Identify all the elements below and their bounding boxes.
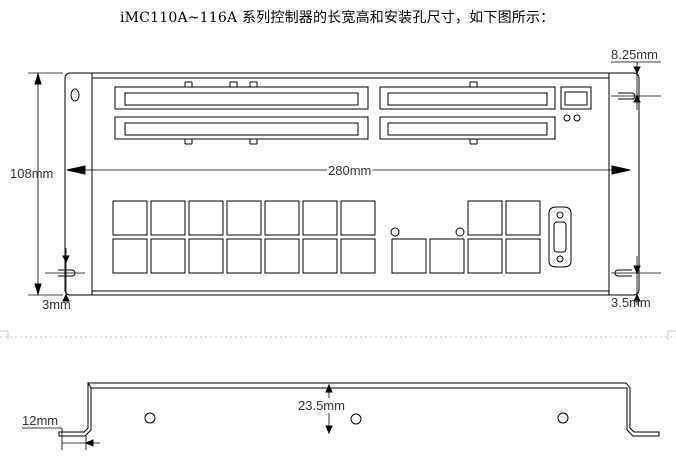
depth-label-backing: [297, 398, 346, 413]
side-hole-3: [557, 412, 569, 424]
terminal-block-row1-left: [114, 86, 369, 110]
key-grid-right: [391, 200, 541, 274]
front-dimensions: [28, 61, 661, 305]
side-hole-2: [350, 413, 362, 425]
terminal-block-row1-right-inner: [387, 92, 548, 106]
indicator-hole-left: [390, 227, 400, 237]
side-flange-label: 12mm: [22, 413, 58, 428]
connector-latches: [184, 81, 478, 145]
led-hole-2: [573, 114, 581, 122]
height-label: 108mm: [10, 166, 53, 181]
hole-offset-bottom-label: 3.5mm: [611, 295, 651, 310]
flange-label: 3mm: [42, 297, 71, 312]
terminal-block-row1-left-inner: [124, 92, 359, 106]
side-view: [58, 382, 660, 437]
led-hole-1: [563, 114, 571, 122]
page-title: iMC110A~116A 系列控制器的长宽高和安装孔尺寸，如下图所示：: [120, 10, 555, 26]
indicator-hole-right: [455, 227, 465, 237]
terminal-block-row2-left-inner: [124, 122, 359, 136]
hole-offset-top-label: 8.25mm: [611, 47, 658, 62]
terminal-block-row2-right: [379, 116, 556, 140]
depth-label: 23.5mm: [298, 398, 345, 413]
terminal-block-row1-right: [379, 86, 556, 110]
small-connector: [560, 86, 592, 110]
width-label-backing: [327, 163, 373, 178]
serial-port-outline: [548, 206, 572, 268]
side-dimensions: [22, 383, 333, 450]
front-view: [58, 72, 640, 296]
page-separator: [0, 330, 676, 340]
side-profile-outline: [58, 382, 660, 437]
mounting-hole-top-left: [70, 88, 80, 102]
key-grid-left: [112, 200, 376, 274]
width-label: 280mm: [328, 163, 371, 178]
terminal-block-row2-right-inner: [387, 122, 548, 136]
small-connector-inner: [564, 91, 588, 106]
side-hole-1: [144, 412, 156, 424]
terminal-block-row2-left: [114, 116, 369, 140]
mounting-plate-outline: [64, 72, 640, 296]
